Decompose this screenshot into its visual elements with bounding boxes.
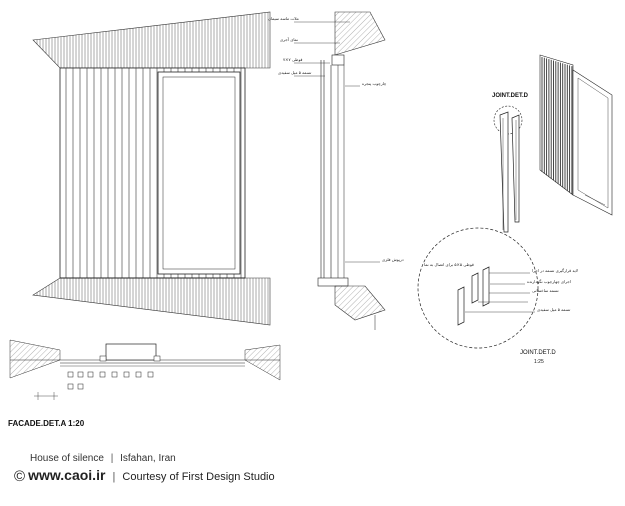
- plan-box-section: [67, 383, 74, 390]
- joint-detail-top-label: JOINT.DET.D: [492, 93, 529, 99]
- annotation-joint-5: تسمه ۵ میل سفیدی: [537, 307, 571, 312]
- joint-detail-top: [493, 105, 523, 233]
- isometric-facade: [539, 54, 613, 216]
- credit-text: Courtesy of First Design Studio: [122, 471, 275, 483]
- project-name: House of silence: [30, 453, 104, 464]
- plan-box-section: [111, 371, 118, 378]
- plan-box-section: [87, 371, 94, 378]
- plan-box-section: [77, 383, 84, 390]
- annotation-brick-facade: نمای آجری: [280, 37, 298, 42]
- annotation-window-frame: چارچوب پنجره: [362, 81, 387, 86]
- joint-detail-scale: 1:25: [534, 359, 544, 365]
- annotation-joint-1: لایه قرارگیری تسمه در اجرا: [532, 268, 578, 273]
- copyright-icon: ©: [14, 468, 26, 485]
- project-location: Isfahan, Iran: [120, 453, 176, 464]
- plan-box-section: [77, 371, 84, 378]
- joint-detail-title: JOINT.DET.D: [520, 350, 556, 356]
- facade-detail-title: FACADE.DET.A 1:20: [8, 419, 85, 428]
- plan-box-section: [147, 371, 154, 378]
- plan-box-section: [99, 371, 106, 378]
- annotation-metal-cap: درپوش فلزی: [382, 257, 404, 262]
- facade-elevation: [32, 11, 271, 326]
- annotation-box-section: قوطی ۷×۷: [283, 57, 303, 62]
- facade-plan: [9, 339, 281, 400]
- wall-section: [294, 11, 386, 330]
- annotation-joint-3: اجرای چهارچوب نگهدارنده: [527, 279, 571, 284]
- credit-caption: © www.caoi.ir | Courtesy of First Design…: [14, 468, 275, 484]
- annotation-strap: تسمه ۵ میل سفیدی: [278, 70, 312, 75]
- plan-box-section: [123, 371, 130, 378]
- credit-separator: |: [112, 471, 116, 483]
- joint-detail-enlarged: [417, 227, 539, 349]
- caption-separator: |: [110, 453, 114, 464]
- project-caption: House of silence | Isfahan, Iran: [30, 454, 176, 464]
- plan-box-section: [135, 371, 142, 378]
- annotation-joint-2: قوطی ۵×۵ برای اتصال به نما: [424, 262, 474, 267]
- site-link[interactable]: www.caoi.ir: [28, 467, 106, 483]
- plan-box-section: [67, 371, 74, 378]
- annotation-joint-4: تسمه ساختمانی: [532, 288, 559, 293]
- annotation-mortar: ملات ماسه سیمان: [268, 16, 299, 21]
